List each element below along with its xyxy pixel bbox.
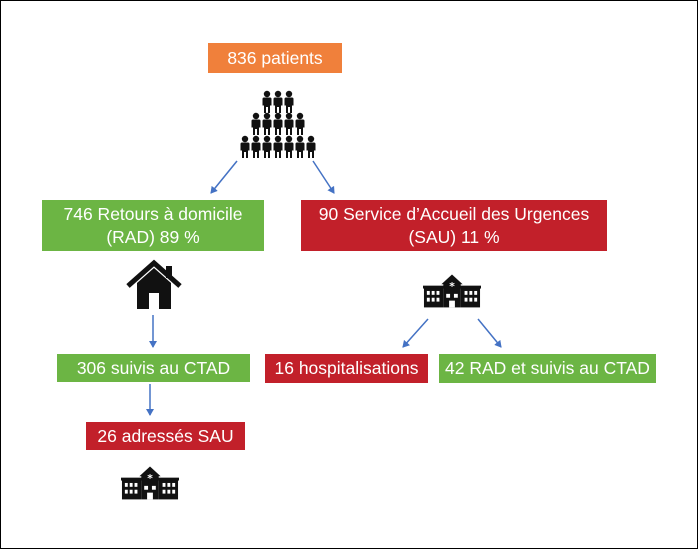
rad-label-line2: (RAD) 89 %	[106, 226, 200, 247]
sau-box: 90 Service d’Accueil des Urgences (SAU) …	[301, 200, 607, 251]
hospital-icon	[423, 274, 481, 308]
arrow-to-rad	[210, 160, 238, 194]
hospitalisations-box: 16 hospitalisations	[265, 354, 428, 383]
adresses-sau-label: 26 adressés SAU	[97, 425, 234, 446]
ctad-box: 306 suivis au CTAD	[57, 354, 250, 382]
rad-ctad-box: 42 RAD et suivis au CTAD	[439, 354, 656, 383]
hospital-icon	[121, 466, 179, 500]
hospitalisations-label: 16 hospitalisations	[274, 358, 419, 378]
rad-box: 746 Retours à domicile (RAD) 89 %	[42, 200, 264, 251]
house-icon	[126, 259, 182, 309]
rad-label-line1: 746 Retours à domicile	[63, 203, 243, 224]
ctad-label: 306 suivis au CTAD	[76, 357, 231, 378]
total-patients-label: 836 patients	[227, 47, 323, 68]
arrow-to-sau	[312, 160, 335, 194]
arrow-to-hospitalisations	[402, 318, 429, 348]
sau-label-line1: 90 Service d’Accueil des Urgences	[318, 203, 590, 224]
sau-label-line2: (SAU) 11 %	[408, 226, 500, 247]
rad-ctad-label: 42 RAD et suivis au CTAD	[445, 358, 650, 378]
adresses-sau-box: 26 adressés SAU	[86, 422, 245, 450]
total-patients-box: 836 patients	[208, 43, 342, 73]
people-group-icon	[240, 90, 316, 158]
arrow-to-rad-ctad	[477, 318, 502, 348]
